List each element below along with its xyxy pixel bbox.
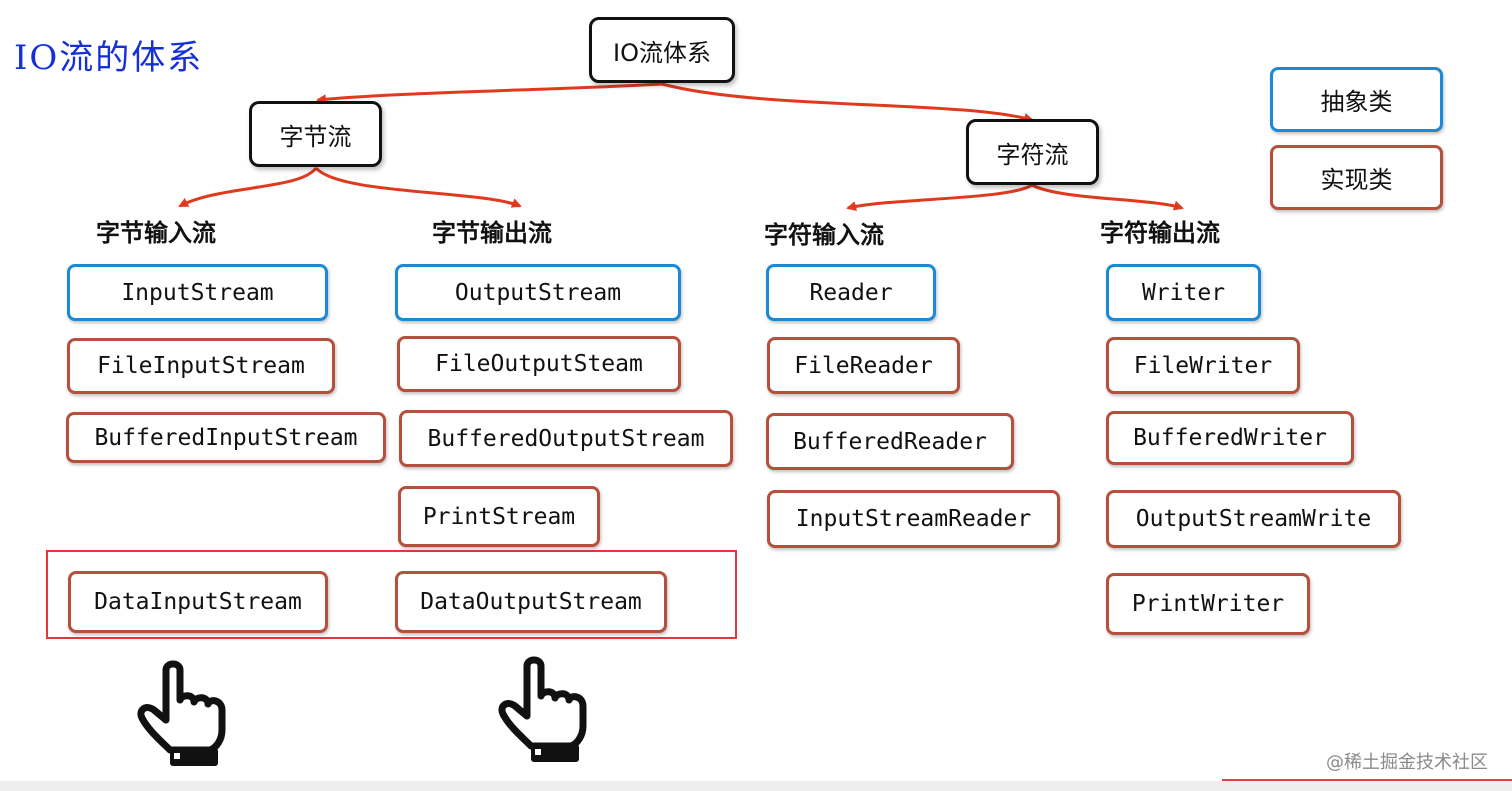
class-box-impl: DataOutputStream xyxy=(395,571,667,633)
bottom-accent-line xyxy=(1222,779,1512,781)
class-box-impl: FileReader xyxy=(767,337,960,394)
class-box-impl: PrintWriter xyxy=(1106,573,1310,635)
class-box-impl: FileOutputSteam xyxy=(397,336,681,392)
pointing-hand-icon xyxy=(137,660,226,766)
arrow-root-to-byte xyxy=(316,82,663,105)
class-box-abstract: InputStream xyxy=(67,264,328,321)
root-node: IO流体系 xyxy=(589,17,735,83)
class-box-abstract: Writer xyxy=(1106,264,1261,321)
bottom-bar xyxy=(0,781,1512,791)
class-box-impl: InputStreamReader xyxy=(767,490,1060,548)
arrow-root-to-char xyxy=(661,82,1034,123)
class-box-impl: FileInputStream xyxy=(67,338,335,394)
pointing-hand-icon xyxy=(498,656,587,762)
class-box-impl: BufferedInputStream xyxy=(66,412,386,463)
class-box-impl: FileWriter xyxy=(1106,337,1300,394)
class-box-abstract: OutputStream xyxy=(395,264,681,321)
arrow-char-to-output xyxy=(1031,183,1184,211)
label-byte-output: 字节输出流 xyxy=(432,219,552,247)
arrow-byte-to-output xyxy=(314,166,522,208)
class-box-impl: BufferedReader xyxy=(766,413,1014,470)
byte-stream-node: 字节流 xyxy=(249,101,382,167)
class-box-impl: DataInputStream xyxy=(68,571,328,633)
label-char-input: 字符输入流 xyxy=(764,221,884,249)
class-box-impl: BufferedOutputStream xyxy=(399,410,733,467)
class-box-abstract: Reader xyxy=(766,264,936,321)
label-char-output: 字符输出流 xyxy=(1100,219,1220,247)
page-title: IO流的体系 xyxy=(14,38,204,78)
legend-abstract: 抽象类 xyxy=(1270,67,1443,132)
arrow-char-to-input xyxy=(846,183,1033,212)
class-box-impl: OutputStreamWrite xyxy=(1106,490,1401,548)
class-box-impl: PrintStream xyxy=(398,486,600,547)
watermark: @稀土掘金技术社区 xyxy=(1326,752,1488,773)
data-stream-highlight xyxy=(46,550,737,639)
label-byte-input: 字节输入流 xyxy=(96,219,216,247)
class-box-impl: BufferedWriter xyxy=(1106,411,1354,465)
legend-impl: 实现类 xyxy=(1270,145,1443,210)
arrow-byte-to-input xyxy=(178,166,318,208)
char-stream-node: 字符流 xyxy=(966,119,1099,185)
